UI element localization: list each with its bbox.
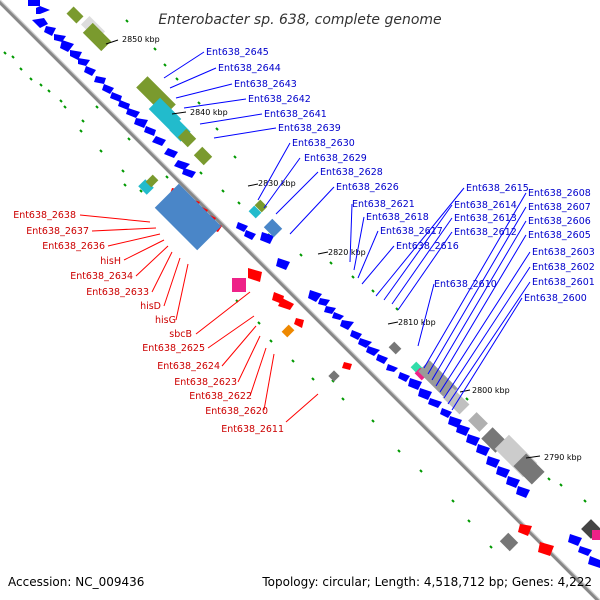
gene-label: hisD [140,301,161,312]
gene-label: Ent638_2605 [528,230,591,241]
gene-label: Ent638_2608 [528,188,591,199]
blue-leader-lines [163,51,531,411]
kbp-ticks: 2850 kbp 2840 kbp 2830 kbp 2820 kbp 2810… [105,35,582,462]
gene-label: Ent638_2626 [336,182,399,193]
gene-label: Ent638_2636 [42,241,105,252]
gene-label: Ent638_2625 [142,343,205,354]
gene-label: Ent638_2638 [13,210,76,221]
gene-label: Ent638_2607 [528,202,591,213]
red-labels: Ent638_2638 Ent638_2637 Ent638_2636 hisH… [13,210,284,435]
gene-label: Ent638_2643 [234,79,297,90]
gene-label: hisG [155,315,176,326]
map-title: Enterobacter sp. 638, complete genome [158,12,441,28]
gene-label: Ent638_2624 [157,361,220,372]
tick-label-2830: 2830 kbp [258,179,296,188]
gene-label: Ent638_2611 [221,424,284,435]
gene-label: sbcB [169,329,192,340]
gc-track-outer [3,51,493,549]
gene-label: Ent638_2620 [205,406,268,417]
blue-labels-left: Ent638_2645 Ent638_2644 Ent638_2643 Ent6… [206,47,497,290]
forward-strand-genes [28,0,600,568]
tick-label-2820: 2820 kbp [328,248,366,257]
gene-label: Ent638_2629 [304,153,367,164]
gene-label: Ent638_2602 [532,262,595,273]
gene-label: Ent638_2645 [206,47,269,58]
tick-label-2850: 2850 kbp [122,35,160,44]
gene-label: Ent638_2623 [174,377,237,388]
gene-label: Ent638_2612 [454,227,517,238]
topology-text: Topology: circular; Length: 4,518,712 bp… [261,575,592,589]
accession-text: Accession: NC_009436 [8,575,144,589]
gene-label: Ent638_2642 [248,94,311,105]
gene-label: Ent638_2603 [532,247,595,258]
blue-labels-mid: Ent638_2615 Ent638_2614 Ent638_2613 Ent6… [454,183,529,238]
gene-label: Ent638_2628 [320,167,383,178]
red-leader-lines [79,214,319,423]
gene-label: Ent638_2622 [189,391,252,402]
gene-label: Ent638_2637 [26,226,89,237]
gene-label: Ent638_2613 [454,213,517,224]
feature-blocks [66,6,600,552]
tick-label-2810: 2810 kbp [398,318,436,327]
gene-label: Ent638_2617 [380,226,443,237]
gene-label: Ent638_2634 [70,271,133,282]
gene-label: Ent638_2641 [264,109,327,120]
blue-labels-right: Ent638_2608 Ent638_2607 Ent638_2606 Ent6… [524,188,595,304]
gene-label: Ent638_2600 [524,293,587,304]
tick-label-2790: 2790 kbp [544,453,582,462]
gene-label: Ent638_2606 [528,216,591,227]
gene-label: Ent638_2644 [218,63,281,74]
tick-label-2840: 2840 kbp [190,108,228,117]
gene-label: Ent638_2639 [278,123,341,134]
gene-label: hisH [100,256,121,267]
gene-label: Ent638_2618 [366,212,429,223]
gene-label: Ent638_2610 [434,279,497,290]
gene-label: Ent638_2621 [352,199,415,210]
tick-label-2800: 2800 kbp [472,386,510,395]
gene-label: Ent638_2630 [292,138,355,149]
gene-label: Ent638_2601 [532,277,595,288]
gene-label: Ent638_2616 [396,241,459,252]
gene-label: Ent638_2615 [466,183,529,194]
gene-label: Ent638_2614 [454,200,517,211]
gene-label: Ent638_2633 [86,287,149,298]
